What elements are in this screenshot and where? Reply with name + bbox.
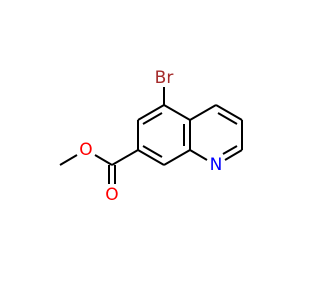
- atom-n-label: N: [210, 155, 223, 175]
- atom-o-carbonyl-label: O: [105, 185, 118, 205]
- bond-c2-n1: [224, 149, 243, 161]
- bond-c4-c3: [215, 104, 243, 121]
- bond-ccarbonyl-oester: [94, 154, 113, 166]
- bond-c5-c6-inner: [142, 112, 163, 125]
- bond-c4-c3-inner: [217, 112, 238, 125]
- bond-c7-ccarbonyl: [111, 149, 139, 166]
- structure-canvas: Br N O O: [59, 68, 243, 205]
- atom-br-label: Br: [155, 68, 174, 88]
- bond-n1-c8a: [189, 149, 208, 161]
- atom-o-ester-label: O: [79, 140, 92, 160]
- bond-c7-c8: [137, 149, 165, 166]
- bond-c4a-c4: [189, 104, 217, 121]
- bond-c7-c8-inner: [142, 145, 163, 158]
- bond-c5-c6: [137, 104, 165, 121]
- bond-oester-methyl: [59, 154, 78, 166]
- molecule-diagram: Br N O O: [59, 68, 243, 205]
- bond-c4a-c5: [163, 104, 191, 121]
- bond-c2-n1-inner: [222, 145, 238, 155]
- bond-c8-c8a: [163, 149, 191, 166]
